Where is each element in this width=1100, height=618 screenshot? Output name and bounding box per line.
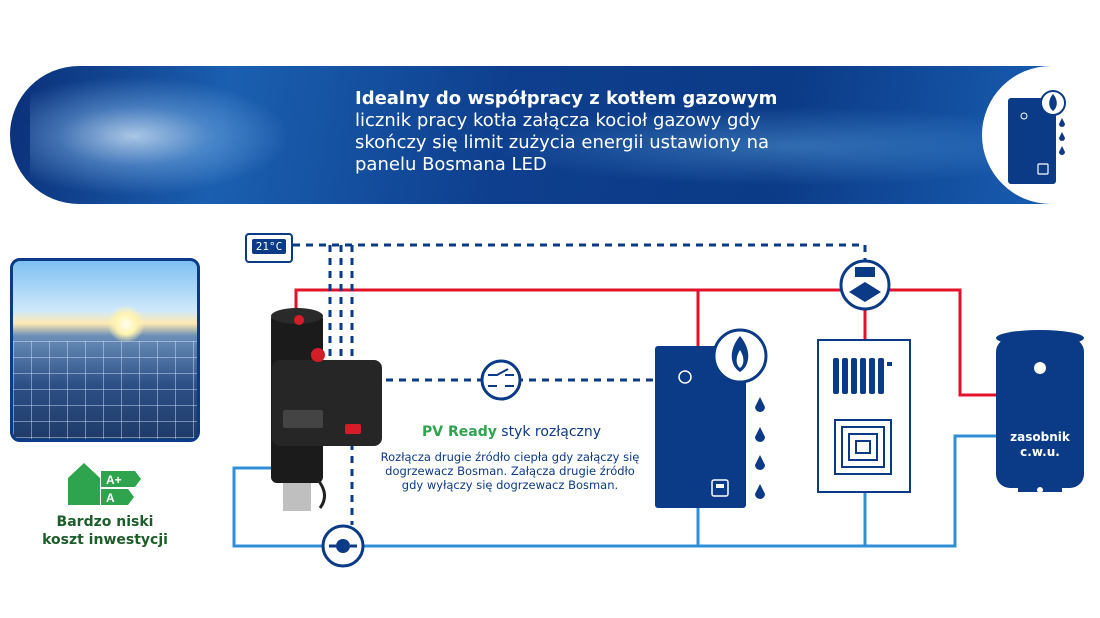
return-pipe-blue <box>232 434 996 548</box>
header-banner <box>10 66 1100 204</box>
mixing-valve-icon <box>839 259 891 311</box>
pv-ready-label: PV Ready <box>422 424 497 440</box>
gas-boiler <box>655 328 768 508</box>
sun-graphic <box>108 306 144 342</box>
hot-water-tank <box>996 330 1084 493</box>
pv-ready-title: PV Ready styk rozłączny <box>422 424 601 440</box>
pv-description: Rozłącza drugie źródło ciepła gdy załącz… <box>366 450 654 492</box>
thermostat-display: 21°C <box>252 239 286 254</box>
tank-label-line-1: zasobnik <box>1010 430 1070 444</box>
water-drops-icon <box>755 397 765 499</box>
tank-label: zasobnik c.w.u. <box>995 430 1085 460</box>
banner-title: Idealny do współpracy z kotłem gazowym <box>355 88 778 109</box>
floor-heating-icon <box>834 419 892 475</box>
banner-line-1: licznik pracy kotła załącza kocioł gazow… <box>355 110 761 131</box>
solar-panels-photo <box>10 258 200 442</box>
water-splash-graphic <box>30 76 290 196</box>
pv-desc-line-3: gdy wyłączy się dogrzewacz Bosman. <box>401 478 619 492</box>
pv-contact-label: styk rozłączny <box>496 424 602 440</box>
energy-class-bottom: A <box>106 491 115 505</box>
banner-text: Idealny do współpracy z kotłem gazowym l… <box>355 88 875 176</box>
bosman-heater <box>271 308 382 511</box>
contact-switch-icon <box>480 359 522 401</box>
energy-class-icon: A+ A <box>68 463 141 505</box>
energy-caption: Bardzo niski koszt inwestycji <box>30 513 180 549</box>
heating-panel <box>817 339 911 493</box>
banner-line-3: panelu Bosmana LED <box>355 154 547 175</box>
panel-grid-graphic <box>13 341 197 439</box>
energy-caption-line-1: Bardzo niski <box>56 514 154 530</box>
room-thermostat-icon: 21°C <box>245 233 293 263</box>
circulation-pump-icon <box>321 524 365 568</box>
tank-label-line-2: c.w.u. <box>1020 445 1060 459</box>
pv-desc-line-1: Rozłącza drugie źródło ciepła gdy załącz… <box>380 450 640 464</box>
pv-desc-line-2: dogrzewacz Bosman. Załącza drugie źródło <box>385 464 635 478</box>
energy-caption-line-2: koszt inwestycji <box>42 532 168 548</box>
radiator-icon <box>833 358 892 394</box>
banner-line-2: skończy się limit zużycia energii ustawi… <box>355 132 770 153</box>
energy-class-top: A+ <box>106 473 122 487</box>
